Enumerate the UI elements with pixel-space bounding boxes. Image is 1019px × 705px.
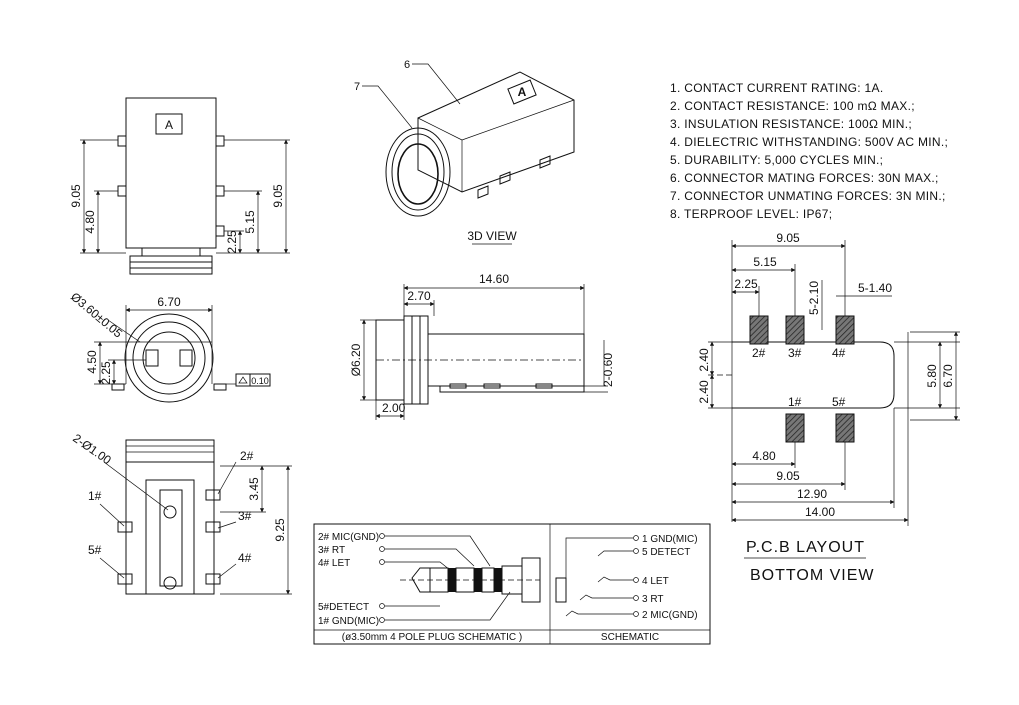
pcb-subtitle: BOTTOM VIEW [750, 567, 874, 584]
schem-caption-left: (ø3.50mm 4 POLE PLUG SCHEMATIC ) [342, 632, 522, 643]
pcb-dim-905-top: 9.05 [776, 231, 800, 245]
pcb-pad-5 [835, 413, 855, 443]
schematic-box: 2# MIC(GND) 3# RT 4# LET 5#DETECT 1# GND… [313, 523, 711, 645]
side-dim-1460: 14.60 [479, 272, 509, 286]
end-dim-hole: Ø3.60±0.05 [68, 290, 125, 341]
view3d-label: 3D VIEW [467, 229, 517, 243]
pcb-dim-1400: 14.00 [805, 505, 835, 519]
spec-6: 6. CONNECTOR MATING FORCES: 30N MAX.; [670, 171, 939, 185]
bottom-pin1: 1# [88, 489, 102, 503]
pcb-dim-580: 5.80 [925, 364, 939, 388]
pcb-pad4-label: 4# [832, 346, 846, 360]
front-view: A 9.05 4.80 9.05 5.15 2.25 [69, 97, 290, 275]
spec-2: 2. CONTACT RESISTANCE: 100 mΩ MAX.; [670, 99, 915, 113]
dim-905-right: 9.05 [271, 184, 285, 208]
pcb-pad3-label: 3# [788, 346, 802, 360]
schem-l-4: 5#DETECT [318, 602, 369, 613]
schem-l-2: 3# RT [318, 545, 345, 556]
pcb-pad1-label: 1# [788, 395, 802, 409]
pcb-pad-4 [835, 315, 855, 345]
spec-5: 5. DURABILITY: 5,000 CYCLES MIN.; [670, 153, 883, 167]
schem-r-4: 3 RT [642, 594, 664, 605]
schem-caption-right: SCHEMATIC [601, 632, 659, 643]
dim-225: 2.25 [225, 230, 239, 254]
bottom-pin3: 3# [238, 509, 252, 523]
callout-7: 7 [354, 81, 360, 93]
end-tolerance: 0.10 [251, 376, 269, 386]
callout-6: 6 [404, 59, 410, 71]
spec-list: 1. CONTACT CURRENT RATING: 1A. 2. CONTAC… [670, 81, 948, 221]
side-dim-620: Ø6.20 [349, 343, 363, 376]
pcb-layout: 2# 3# 4# 1# 5# 9.05 5.15 2.25 5-2.10 5-1… [697, 231, 960, 584]
bottom-view: 2-Ø1.00 2# 1# 3# 5# 4# 3.45 9.25 [70, 431, 292, 595]
dim-905-left: 9.05 [69, 184, 83, 208]
schem-r-5: 2 MIC(GND) [642, 610, 698, 621]
side-view: 14.60 2.70 Ø6.20 2.00 2-0.60 [349, 272, 615, 420]
pcb-dim-515: 5.15 [753, 255, 777, 269]
pcb-dim-225: 2.25 [734, 277, 758, 291]
dim-515: 5.15 [243, 210, 257, 234]
end-dim-670: 6.70 [157, 295, 181, 309]
end-dim-450: 4.50 [85, 350, 99, 374]
schem-l-5: 1# GND(MIC) [318, 616, 379, 627]
side-dim-200: 2.00 [382, 401, 406, 415]
spec-7: 7. CONNECTOR UNMATING FORCES: 3N MIN.; [670, 189, 946, 203]
bottom-pin5: 5# [88, 543, 102, 557]
pcb-pad-3 [785, 315, 805, 345]
spec-3: 3. INSULATION RESISTANCE: 100Ω MIN.; [670, 117, 912, 131]
pcb-pad-1 [785, 413, 805, 443]
pcb-pad2-label: 2# [752, 346, 766, 360]
bottom-pin2: 2# [240, 449, 254, 463]
pcb-dim-480: 4.80 [752, 449, 776, 463]
spec-8: 8. TERPROOF LEVEL: IP67; [670, 207, 832, 221]
pcb-dim-240-a: 2.40 [697, 348, 711, 372]
spec-4: 4. DIELECTRIC WITHSTANDING: 500V AC MIN.… [670, 135, 948, 149]
pcb-dim-1290: 12.90 [797, 487, 827, 501]
bottom-dim-925: 9.25 [273, 518, 287, 542]
pcb-pad5-label: 5# [832, 395, 846, 409]
side-dim-270: 2.70 [407, 289, 431, 303]
view3d-marker: A [518, 85, 527, 99]
bottom-dim-holes: 2-Ø1.00 [70, 431, 114, 468]
schem-r-2: 5 DETECT [642, 547, 690, 558]
pcb-title: P.C.B LAYOUT [746, 539, 865, 556]
schem-r-3: 4 LET [642, 576, 669, 587]
spec-1: 1. CONTACT CURRENT RATING: 1A. [670, 81, 883, 95]
bottom-pin4: 4# [238, 551, 252, 565]
pcb-dim-240-b: 2.40 [697, 380, 711, 404]
pcb-dim-5140: 5-1.40 [858, 281, 892, 295]
pcb-dim-670: 6.70 [941, 364, 955, 388]
end-view: 6.70 Ø3.60±0.05 4.50 2.25 0.10 [68, 290, 271, 403]
schem-r-1: 1 GND(MIC) [642, 534, 698, 545]
bottom-dim-345: 3.45 [247, 477, 261, 501]
end-dim-225: 2.25 [99, 361, 113, 385]
pcb-dim-905-bottom: 9.05 [776, 469, 800, 483]
pcb-dim-5210: 5-2.10 [807, 281, 821, 315]
side-dim-060: 2-0.60 [601, 353, 615, 387]
view-3d: A 6 7 3D VIEW [354, 59, 575, 245]
front-marker: A [165, 118, 173, 132]
schem-l-3: 4# LET [318, 558, 350, 569]
schem-l-1: 2# MIC(GND) [318, 532, 379, 543]
dim-480: 4.80 [83, 210, 97, 234]
pcb-pad-2 [749, 315, 769, 345]
